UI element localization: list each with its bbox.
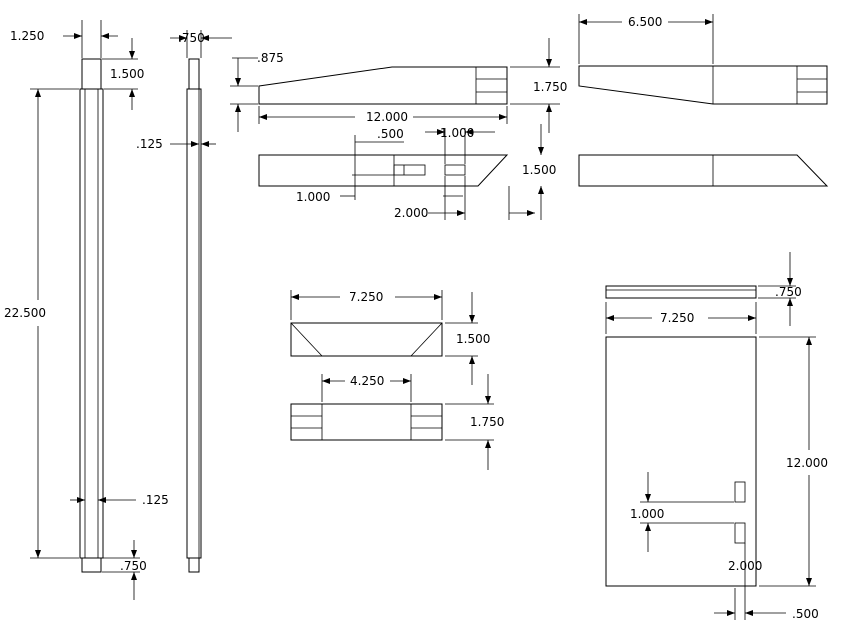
- dimension-labels: 1.250 1.500 22.500 .125 .750 .750 .125 .…: [4, 15, 828, 621]
- top-rail-right-view: [578, 14, 828, 105]
- label-rail-height: 1.750: [533, 80, 567, 94]
- label-side-post-groove: .125: [136, 137, 163, 151]
- label-rail-taper: .875: [257, 51, 284, 65]
- label-crossbar-height: 1.500: [456, 332, 490, 346]
- label-rail-length: 12.000: [366, 110, 408, 124]
- label-panel-slot-width: .500: [792, 607, 819, 621]
- bottom-rail-left-view: [258, 124, 544, 220]
- panel-view: [605, 252, 816, 620]
- label-crossbar-length: 7.250: [349, 290, 383, 304]
- top-rail-left-view: [230, 38, 560, 133]
- label-rail-mortise-width: .500: [377, 127, 404, 141]
- crossbar-top-view: [290, 290, 478, 385]
- label-panel-slot-spacing: 1.000: [630, 507, 664, 521]
- crossbar-bottom-view: [290, 374, 494, 470]
- label-post-tenon-length: 1.500: [110, 67, 144, 81]
- bottom-rail-right-view: [578, 154, 829, 187]
- label-rail-mortise-offset: 1.000: [296, 190, 330, 204]
- label-crossbar-tenon-span: 4.250: [350, 374, 384, 388]
- label-post-foot: .750: [120, 559, 147, 573]
- label-post-length: 22.500: [4, 306, 46, 320]
- front-post-view: [30, 20, 140, 600]
- label-panel-length: 12.000: [786, 456, 828, 470]
- label-panel-width: 7.250: [660, 311, 694, 325]
- label-post-width: 1.250: [10, 29, 44, 43]
- side-post-view: [170, 30, 232, 573]
- label-rail-mortise-spacing: 2.000: [394, 206, 428, 220]
- label-post-groove: .125: [142, 493, 169, 507]
- label-rail-bottom-height: 1.500: [522, 163, 556, 177]
- label-side-post-thickness: .750: [178, 31, 205, 45]
- label-panel-thickness: .750: [775, 285, 802, 299]
- label-panel-slot-offset: 2.000: [728, 559, 762, 573]
- label-rail-taper-length: 6.500: [628, 15, 662, 29]
- label-rail-mortise-gap: 1.000: [440, 126, 474, 140]
- label-crossbar-bottom-height: 1.750: [470, 415, 504, 429]
